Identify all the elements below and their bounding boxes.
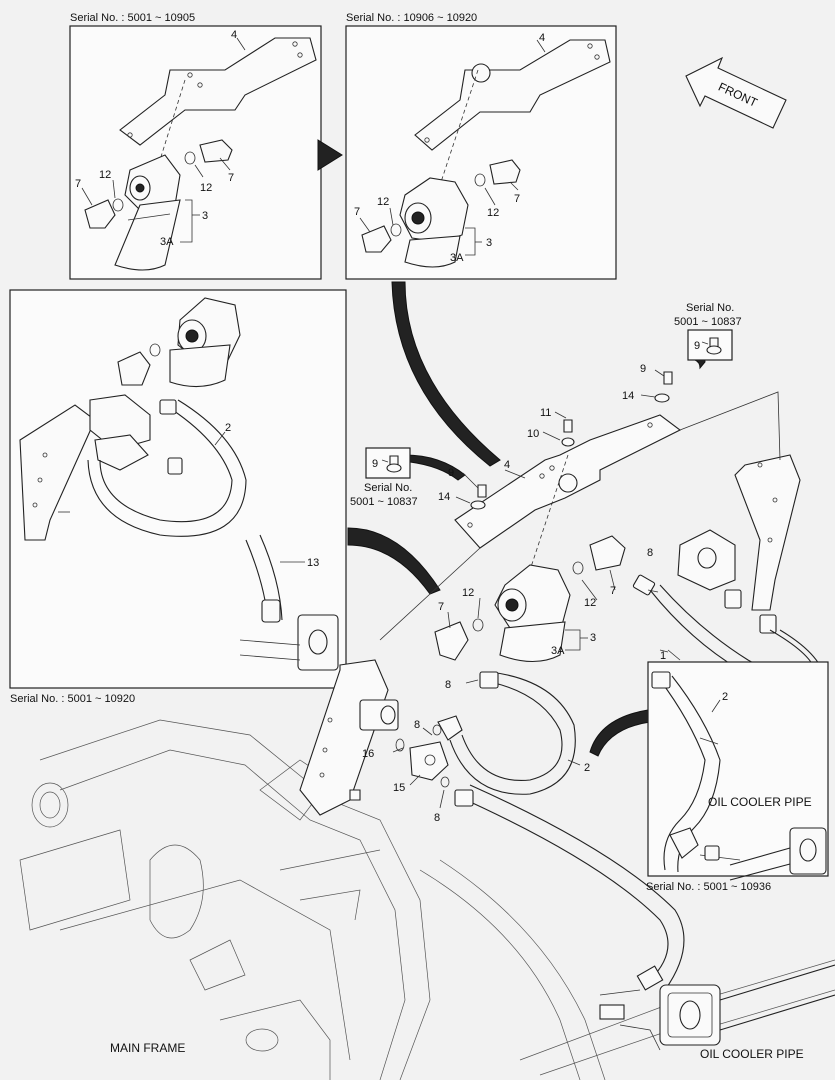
curved-arrow-icon xyxy=(404,454,466,481)
part-number: 11 xyxy=(540,407,551,419)
part-number: 12 xyxy=(377,196,389,208)
part-number: 12 xyxy=(99,169,111,181)
part-number: 4 xyxy=(539,32,545,44)
part-number: 8 xyxy=(434,812,440,824)
panel-right xyxy=(647,661,829,881)
part-number: 14 xyxy=(622,390,634,402)
callout-serial-range-right: 5001 ~ 10837 xyxy=(674,316,742,328)
part-number: 7 xyxy=(438,601,444,613)
part-number: 7 xyxy=(514,193,520,205)
part-number: 4 xyxy=(504,459,510,471)
curved-arrow-icon xyxy=(589,709,651,757)
part-number: 9 xyxy=(448,467,454,479)
serial-label-right-panel: Serial No. : 5001 ~ 10936 xyxy=(646,881,771,893)
part-number: 3A xyxy=(160,236,174,248)
panel-top-left xyxy=(69,25,322,280)
part-number: 14 xyxy=(438,491,450,503)
oil-cooler-pipe-label-panel: OIL COOLER PIPE xyxy=(708,795,812,809)
part-number: 2 xyxy=(225,422,231,434)
part-number: 3 xyxy=(590,632,596,644)
curved-arrow-icon xyxy=(347,527,441,595)
serial-label-top-mid: Serial No. : 10906 ~ 10920 xyxy=(346,12,477,24)
arrow-right-icon xyxy=(317,139,343,171)
callout-box-right xyxy=(687,329,733,361)
serial-label-top-left: Serial No. : 5001 ~ 10905 xyxy=(70,12,195,24)
part-number: 2 xyxy=(584,762,590,774)
callout-serial-title-right: Serial No. xyxy=(686,302,734,314)
part-number: 9 xyxy=(640,363,646,375)
part-number: 2 xyxy=(722,691,728,703)
part-number: 12 xyxy=(487,207,499,219)
part-number: 3 xyxy=(202,210,208,222)
oil-cooler-pipe-label-bottom: OIL COOLER PIPE xyxy=(700,1047,804,1061)
front-arrow-icon xyxy=(685,56,787,129)
callout-serial-title-left: Serial No. xyxy=(364,482,412,494)
part-number: 8 xyxy=(414,719,420,731)
part-number: 13 xyxy=(307,557,319,569)
part-number: 12 xyxy=(462,587,474,599)
part-number: 8 xyxy=(647,547,653,559)
part-number: 9 xyxy=(372,458,378,470)
part-number: 7 xyxy=(610,585,616,597)
part-number: 7 xyxy=(75,178,81,190)
part-number: 15 xyxy=(393,782,405,794)
part-number: 12 xyxy=(200,182,212,194)
part-number: 4 xyxy=(231,29,237,41)
main-frame-label: MAIN FRAME xyxy=(110,1041,185,1055)
part-number: 16 xyxy=(362,748,374,760)
part-number: 7 xyxy=(228,172,234,184)
part-number: 1 xyxy=(660,650,666,662)
center-assembly xyxy=(299,369,826,816)
part-number: 7 xyxy=(354,206,360,218)
part-number: 3A xyxy=(551,645,565,657)
curved-arrow-icon xyxy=(391,281,501,467)
part-number: 10 xyxy=(527,428,539,440)
part-number: 3 xyxy=(486,237,492,249)
serial-label-left-panel: Serial No. : 5001 ~ 10920 xyxy=(10,693,135,705)
bottom-hose-assembly xyxy=(454,784,835,1051)
part-number: 12 xyxy=(584,597,596,609)
part-number: 8 xyxy=(445,679,451,691)
part-number: 3A xyxy=(450,252,464,264)
part-number: 9 xyxy=(694,340,700,352)
callout-serial-range-left: 5001 ~ 10837 xyxy=(350,496,418,508)
panel-left xyxy=(9,289,347,689)
callout-box-left xyxy=(365,447,411,479)
panel-top-mid xyxy=(345,25,617,280)
